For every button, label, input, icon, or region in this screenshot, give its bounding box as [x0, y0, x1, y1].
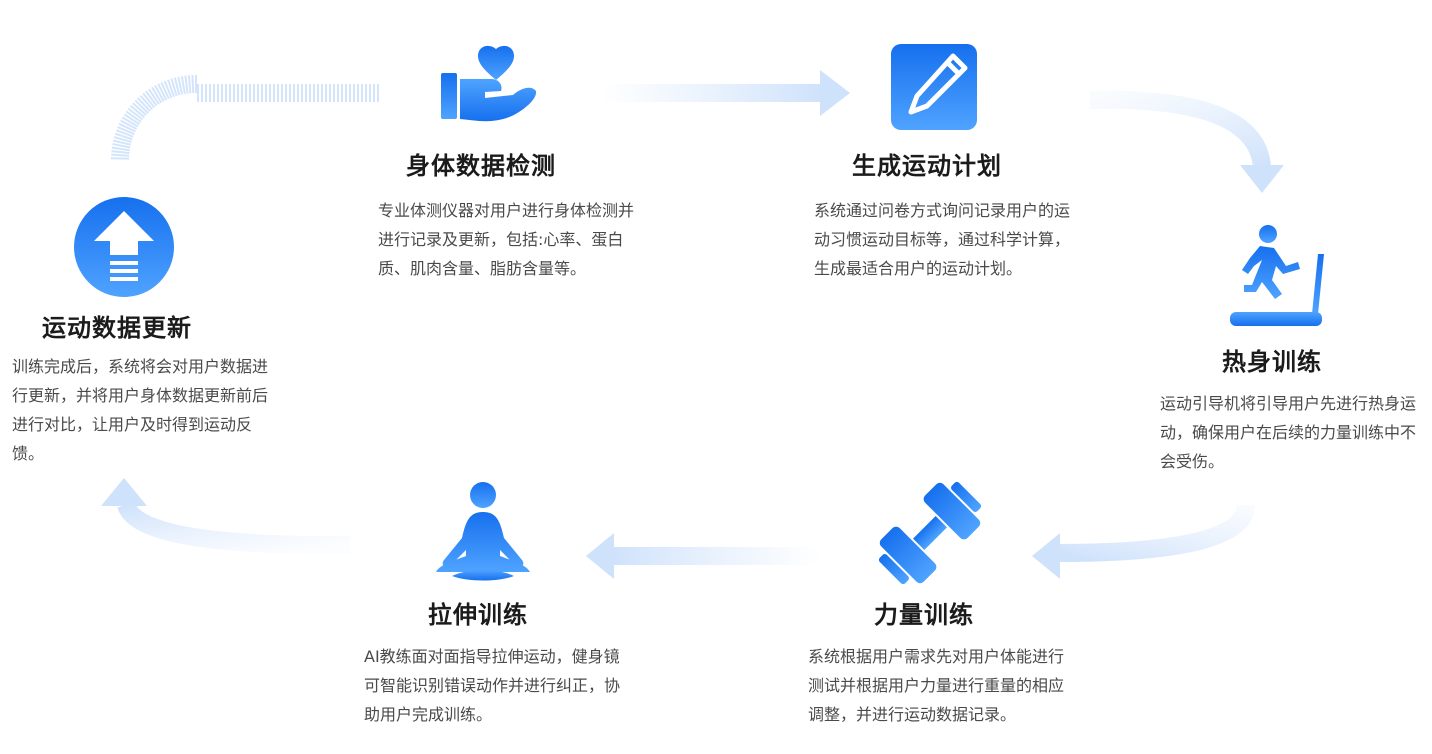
- step-description: 专业体测仪器对用户进行身体检测并进行记录及更新，包括:心率、蛋白质、肌肉含量、脂…: [378, 201, 635, 278]
- arrow-curve-bottom-left: [101, 478, 351, 555]
- hatch-stripe: [113, 139, 131, 146]
- edit-pencil-icon: [891, 44, 977, 130]
- hatch-stripe: [148, 88, 160, 105]
- hatch-stripe: [142, 92, 156, 109]
- hatch-stripe: [170, 78, 178, 97]
- hatch-stripe: [117, 126, 135, 135]
- step-title: 运动数据更新: [42, 314, 192, 342]
- hatch-stripe: [111, 153, 130, 157]
- step-title: 拉伸训练: [428, 601, 528, 629]
- hatch-stripe: [167, 79, 175, 98]
- hatch-stripe: [113, 136, 132, 143]
- hatch-stripe: [180, 76, 186, 95]
- step-title: 生成运动计划: [852, 152, 1002, 180]
- hatch-stripe: [137, 97, 151, 112]
- hatch-stripe: [191, 75, 195, 94]
- step-title: 热身训练: [1222, 348, 1322, 376]
- treadmill-runner-icon: [1230, 225, 1324, 326]
- step-description: 训练完成后，系统将会对用户数据进行更新，并将用户身体数据更新前后进行对比，让用户…: [12, 357, 269, 463]
- step-title: 力量训练: [874, 601, 974, 629]
- arrow-curve-bottom-right: [1032, 503, 1255, 579]
- hatch-stripe: [125, 110, 142, 123]
- hatch-stripe: [114, 132, 133, 141]
- hatch-stripe: [111, 150, 130, 154]
- hatch-stripe: [118, 122, 136, 133]
- hatch-stripe: [120, 119, 138, 130]
- arrow-right-top: [600, 70, 850, 116]
- hatch-stripe: [121, 116, 139, 128]
- hatch-stripe: [139, 95, 153, 110]
- arrow-left-bottom: [586, 533, 822, 579]
- hatch-stripe: [163, 80, 173, 99]
- hand-heart-icon: [441, 45, 537, 122]
- upload-arrow-icon: [74, 197, 174, 297]
- hatch-stripe: [151, 86, 163, 104]
- step-description: 运动引导机将引导用户先进行热身运动，确保用户在后续的力量训练中不会受伤。: [1160, 394, 1417, 471]
- step-title: 身体数据检测: [406, 152, 556, 180]
- hatched-connector-top-left: [110, 75, 379, 160]
- hatch-stripe: [145, 90, 158, 107]
- dumbbell-icon: [878, 481, 982, 585]
- hatch-stripe: [157, 83, 168, 101]
- step-description: 系统根据用户需求先对用户体能进行测试并根据用户力量进行重量的相应调整，并进行运动…: [808, 647, 1065, 724]
- step-description: 系统通过问卷方式询问记录用户的运动习惯运动目标等，通过科学计算，生成最适合用户的…: [814, 201, 1071, 278]
- hatch-stripe: [177, 76, 184, 95]
- hatch-stripe: [123, 113, 140, 125]
- hatch-stripe: [160, 81, 170, 100]
- hatch-stripe: [173, 77, 181, 96]
- step-description: AI教练面对面指导拉伸运动，健身镜可智能识别错误动作并进行纠正，协助用户完成训练…: [364, 647, 621, 724]
- hatch-stripe: [111, 146, 130, 152]
- hatch-stripe: [127, 107, 144, 121]
- hatch-stripe: [184, 75, 189, 94]
- hatch-stripe: [187, 75, 192, 94]
- hatch-stripe: [129, 105, 146, 119]
- hatch-stripe: [154, 85, 165, 102]
- meditation-icon: [436, 482, 530, 581]
- hatch-stripe: [115, 129, 134, 138]
- hatch-stripe: [134, 99, 149, 114]
- arrow-curve-top-right: [1089, 90, 1284, 193]
- hatch-stripe: [112, 143, 131, 149]
- hatch-stripe: [132, 102, 147, 116]
